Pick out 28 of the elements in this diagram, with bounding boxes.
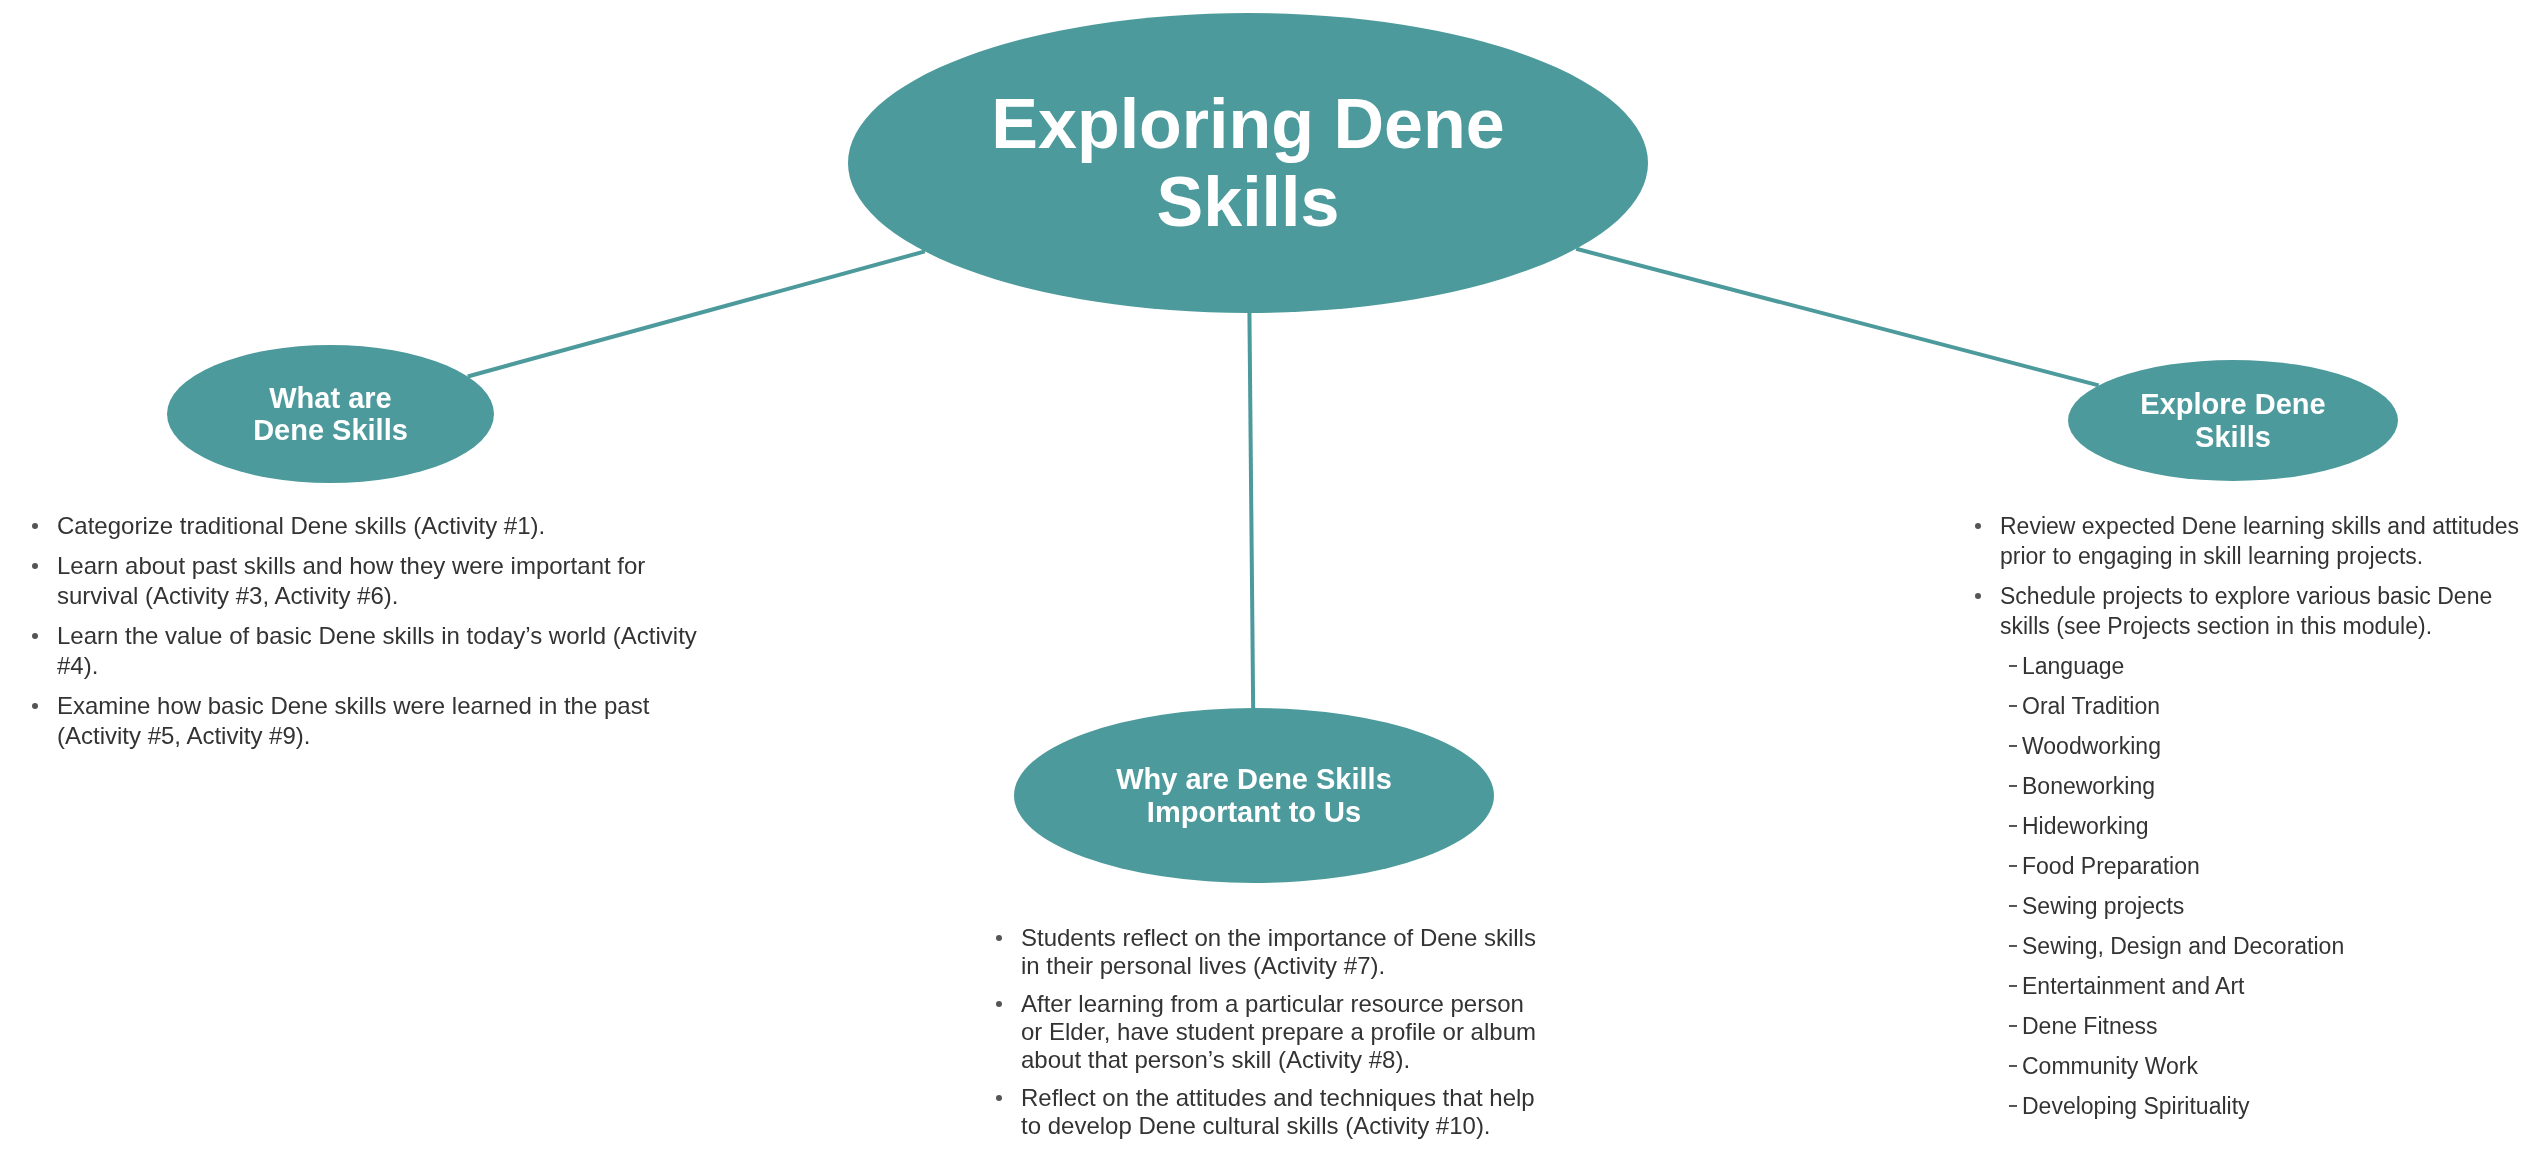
connector-line [1247, 313, 1256, 708]
bullet-item: Reflect on the attitudes and techniques that help to develop Dene cultural skills (Activity #10). [988, 1084, 1548, 1140]
connector-line [467, 249, 926, 379]
sub-list-item: Community Work [1967, 1051, 2537, 1081]
bullet-item: Learn about past skills and how they were important for survival (Activity #3, Activity #6). [24, 551, 714, 611]
sub-list-item: Dene Fitness [1967, 1011, 2537, 1041]
bullet-item: Review expected Dene learning skills and attitudes prior to engaging in skill learning projects. [1967, 511, 2537, 571]
bullet-item: Examine how basic Dene skills were learned in the past (Activity #5, Activity #9). [24, 691, 714, 751]
bullet-item: Schedule projects to explore various basic Dene skills (see Projects section in this module). [1967, 581, 2537, 641]
connector-line [1575, 246, 2100, 388]
bullet-item: After learning from a particular resource person or Elder, have student prepare a profile or album about that person’s skill (Activity #8). [988, 990, 1548, 1074]
topic-title: Explore Dene Skills [2139, 388, 2327, 453]
topic-title: What are Dene Skills [252, 381, 409, 447]
topic-title: Exploring Dene Skills [990, 84, 1506, 242]
sub-list-item: Sewing projects [1967, 891, 2537, 921]
topic-title: Why are Dene Skills Important to Us [1115, 763, 1393, 828]
sub-list-item: Entertainment and Art [1967, 971, 2537, 1001]
sub-list-item: Boneworking [1967, 771, 2537, 801]
bullet-item: Students reflect on the importance of Dene skills in their personal lives (Activity #7). [988, 924, 1548, 980]
sub-list-item: Oral Tradition [1967, 691, 2537, 721]
bullet-item: Learn the value of basic Dene skills in today’s world (Activity #4). [24, 621, 714, 681]
sub-list-item: Language [1967, 651, 2537, 681]
sub-list-item: Developing Spirituality [1967, 1091, 2537, 1121]
sub-list-item: Food Preparation [1967, 851, 2537, 881]
sub-list-item: Sewing, Design and Decoration [1967, 931, 2537, 961]
sub-list-item: Woodworking [1967, 731, 2537, 761]
bullet-item: Categorize traditional Dene skills (Activity #1). [24, 511, 714, 541]
sub-list-item: Hideworking [1967, 811, 2537, 841]
